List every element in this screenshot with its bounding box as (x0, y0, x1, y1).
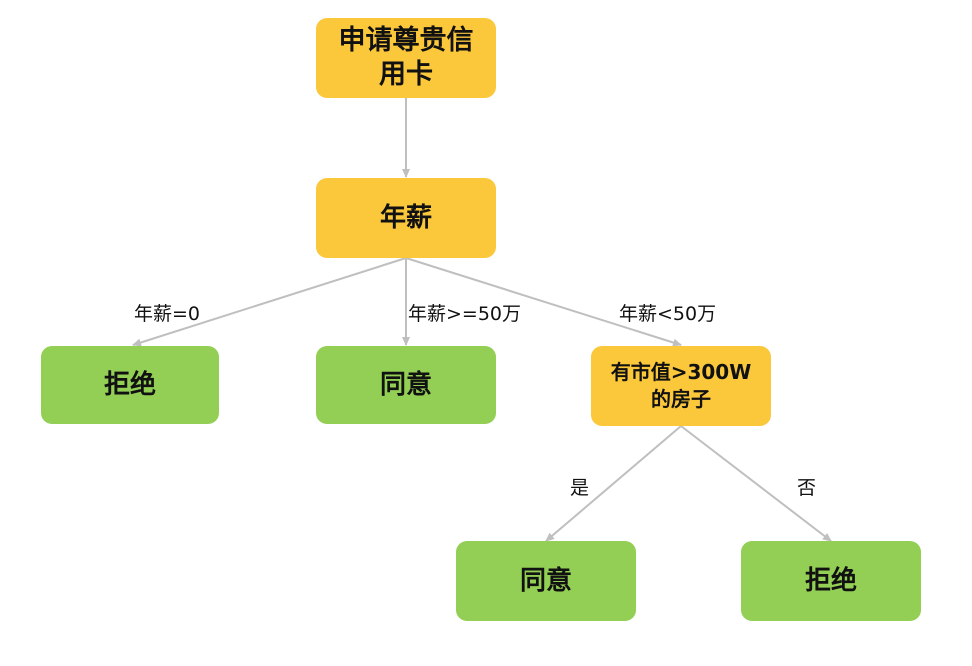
node-reject-left-label: 拒绝 (103, 369, 156, 400)
edge-label-salary-high: 年薪>=50万 (408, 303, 522, 325)
node-approve-bottom-label: 同意 (519, 565, 572, 596)
node-apply-card-label: 申请尊贵信用卡 (338, 25, 474, 90)
node-house-value-label: 有市值>300W的房子 (610, 360, 752, 411)
edge-label-salary-low: 年薪<50万 (619, 303, 717, 325)
node-approve-bottom: 同意 (456, 541, 636, 621)
edge-label-no: 否 (797, 477, 817, 499)
node-approve-middle: 同意 (316, 346, 496, 424)
node-reject-bottom-label: 拒绝 (804, 565, 857, 596)
edge-salary-house (405, 257, 682, 347)
node-reject-left: 拒绝 (41, 346, 219, 424)
node-salary-label: 年薪 (379, 202, 432, 233)
node-apply-card: 申请尊贵信用卡 (316, 18, 496, 98)
edge-house-reject (680, 425, 832, 542)
node-house-value: 有市值>300W的房子 (591, 346, 771, 426)
node-reject-bottom: 拒绝 (741, 541, 921, 621)
edge-label-yes: 是 (570, 477, 590, 499)
edge-salary-reject (132, 257, 407, 347)
node-approve-middle-label: 同意 (379, 369, 432, 400)
edge-label-salary-zero: 年薪=0 (134, 303, 201, 325)
edge-house-approve (545, 425, 682, 542)
node-salary: 年薪 (316, 178, 496, 258)
